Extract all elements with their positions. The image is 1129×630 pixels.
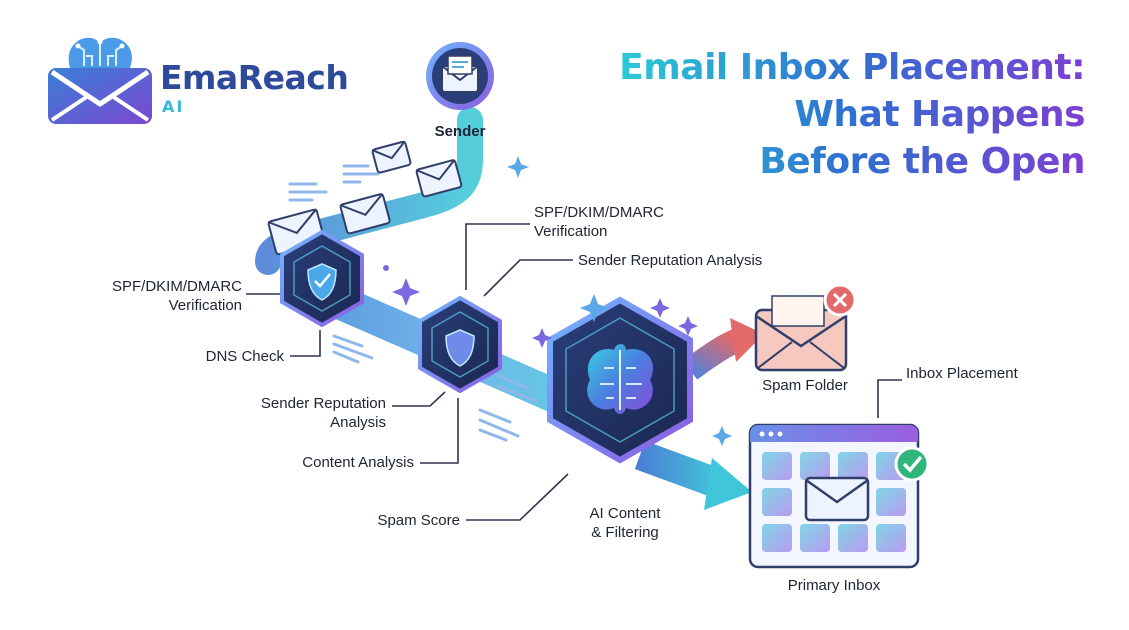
spf-left-line-1: SPF/DKIM/DMARC [111, 278, 242, 295]
spf-top-label: SPF/DKIM/DMARC Verification [534, 203, 664, 241]
shield-icon [307, 263, 337, 301]
spf-left-label: SPF/DKIM/DMARC Verification [60, 277, 242, 315]
spam-envelope-icon [754, 283, 857, 372]
motion-lines [288, 164, 540, 442]
title-line-2: What Happens [794, 94, 1085, 135]
spf-top-line-1: SPF/DKIM/DMARC [534, 204, 665, 221]
primary-inbox-icon [748, 423, 930, 569]
inbox-placement-label: Inbox Placement [906, 365, 1018, 382]
brain-icon [587, 344, 654, 414]
label-connectors [246, 223, 902, 521]
brand-logo-icon [48, 37, 152, 124]
page-title: Email Inbox Placement: What Happens Befo… [619, 44, 1085, 185]
ai-line-1: AI Content [589, 505, 661, 522]
spam-score-label: Spam Score [377, 512, 460, 529]
ai-filter-label: AI Content & Filtering [560, 504, 690, 542]
reputation-node [418, 295, 502, 394]
primary-inbox-label: Primary Inbox [787, 577, 881, 594]
title-line-1: Email Inbox Placement: [619, 47, 1085, 88]
content-analysis-label: Content Analysis [302, 454, 414, 471]
rep-left-line-2: Analysis [330, 414, 386, 431]
title-line-3: Before the Open [759, 141, 1085, 182]
brand-sub: AI [162, 97, 185, 116]
spf-top-line-2: Verification [534, 223, 608, 240]
ai-line-2: & Filtering [591, 524, 659, 541]
reputation-top-label: Sender Reputation Analysis [578, 252, 763, 269]
sender-label: Sender [434, 123, 486, 140]
spam-arrow [682, 318, 764, 380]
spf-left-line-2: Verification [168, 297, 242, 314]
brand-name: EmaReach [160, 58, 349, 97]
sparkle-icons [383, 156, 732, 446]
spam-folder-label: Spam Folder [762, 377, 848, 394]
sender-tube [255, 107, 483, 275]
dns-check-node [280, 229, 364, 328]
rep-left-line-1: Sender Reputation [260, 395, 386, 412]
flying-envelopes [267, 140, 463, 256]
dns-check-label: DNS Check [205, 348, 284, 365]
reputation-left-label: Sender Reputation Analysis [180, 394, 386, 432]
shield-icon [445, 329, 475, 367]
inbox-arrow [634, 440, 752, 510]
ai-filter-node [547, 296, 693, 464]
sender-icon [426, 42, 494, 110]
